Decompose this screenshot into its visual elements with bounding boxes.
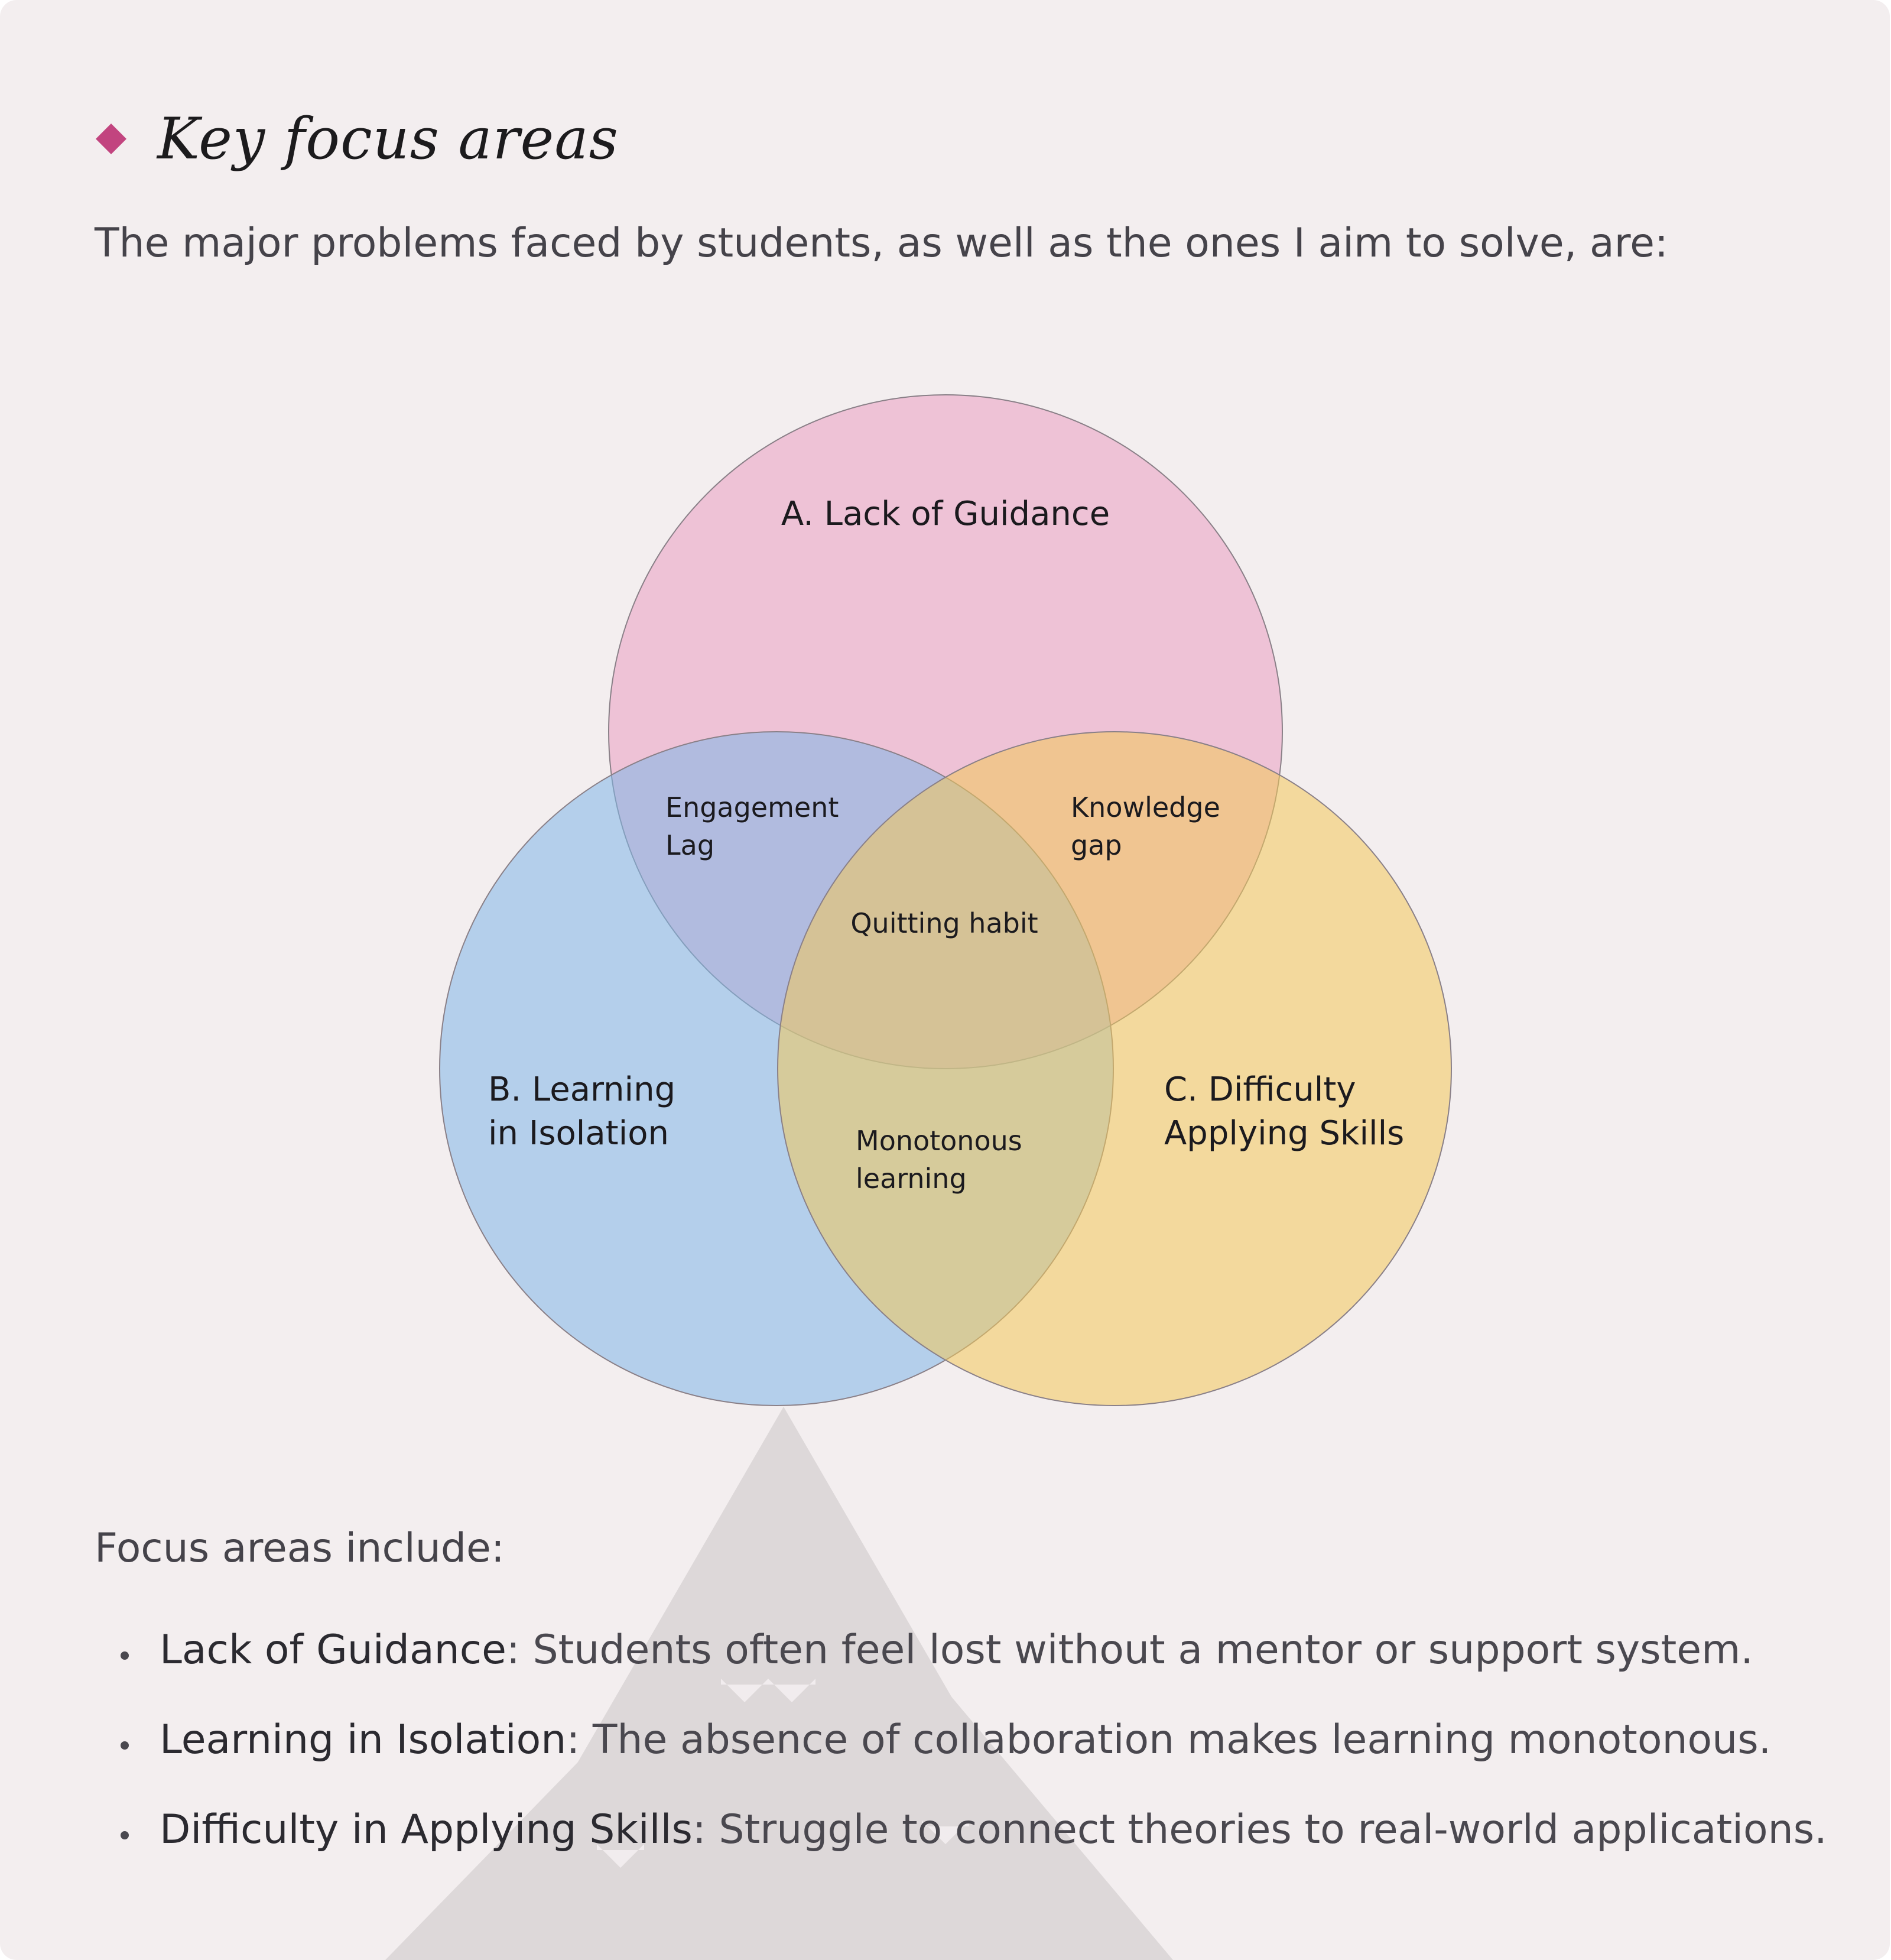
- set-a-label: A. Lack of Guidance: [781, 495, 1110, 533]
- intersection-ab-line2: Lag: [665, 829, 714, 861]
- list-item: Lack of Guidance: Students often feel lo…: [112, 1627, 1827, 1716]
- set-c-label-line1: C. Difficulty: [1164, 1070, 1356, 1109]
- list-item: Learning in Isolation: The absence of co…: [112, 1716, 1827, 1806]
- focus-areas-label: Focus areas include:: [95, 1525, 505, 1572]
- intersection-abc-label: Quitting habit: [850, 907, 1038, 939]
- section-heading: Key focus areas: [93, 95, 619, 183]
- list-item-text: : Students often feel lost without a men…: [506, 1627, 1753, 1673]
- bullet-icon: [121, 1831, 129, 1839]
- diamond-icon: [96, 124, 126, 154]
- set-b-label-line2: in Isolation: [488, 1114, 669, 1153]
- intersection-ab-label: Engagement Lag: [665, 791, 847, 861]
- intro-text: The major problems faced by students, as…: [95, 220, 1668, 267]
- venn-diagram: A. Lack of Guidance B. Learning in Isola…: [439, 394, 1452, 1406]
- set-b-label: B. Learning in Isolation: [488, 1070, 686, 1153]
- intersection-ac-line1: Knowledge: [1071, 791, 1220, 823]
- list-item-term: Difficulty in Applying Skills: [160, 1806, 693, 1853]
- list-item-term: Lack of Guidance: [160, 1627, 506, 1673]
- intersection-ac-line2: gap: [1071, 829, 1122, 861]
- list-item-term: Learning in Isolation: [160, 1716, 567, 1763]
- bullet-icon: [121, 1741, 129, 1750]
- focus-areas-list: Lack of Guidance: Students often feel lo…: [112, 1627, 1827, 1896]
- intersection-bc-line1: Monotonous: [856, 1125, 1022, 1157]
- intersection-bc-label: Monotonous learning: [856, 1125, 1031, 1195]
- set-c-circle: [777, 731, 1452, 1406]
- page-title: Key focus areas: [157, 106, 619, 172]
- intersection-bc-line2: learning: [856, 1163, 967, 1195]
- set-b-label-line1: B. Learning: [488, 1070, 675, 1109]
- set-c-label-line2: Applying Skills: [1164, 1114, 1404, 1153]
- list-item-text: : The absence of collaboration makes lea…: [566, 1716, 1772, 1763]
- list-item-text: : Struggle to connect theories to real-w…: [692, 1806, 1827, 1853]
- bullet-icon: [121, 1651, 129, 1660]
- list-item: Difficulty in Applying Skills: Struggle …: [112, 1806, 1827, 1896]
- intersection-ab-line1: Engagement: [665, 791, 839, 823]
- intersection-ac-label: Knowledge gap: [1071, 791, 1229, 861]
- set-c-label: C. Difficulty Applying Skills: [1164, 1070, 1404, 1153]
